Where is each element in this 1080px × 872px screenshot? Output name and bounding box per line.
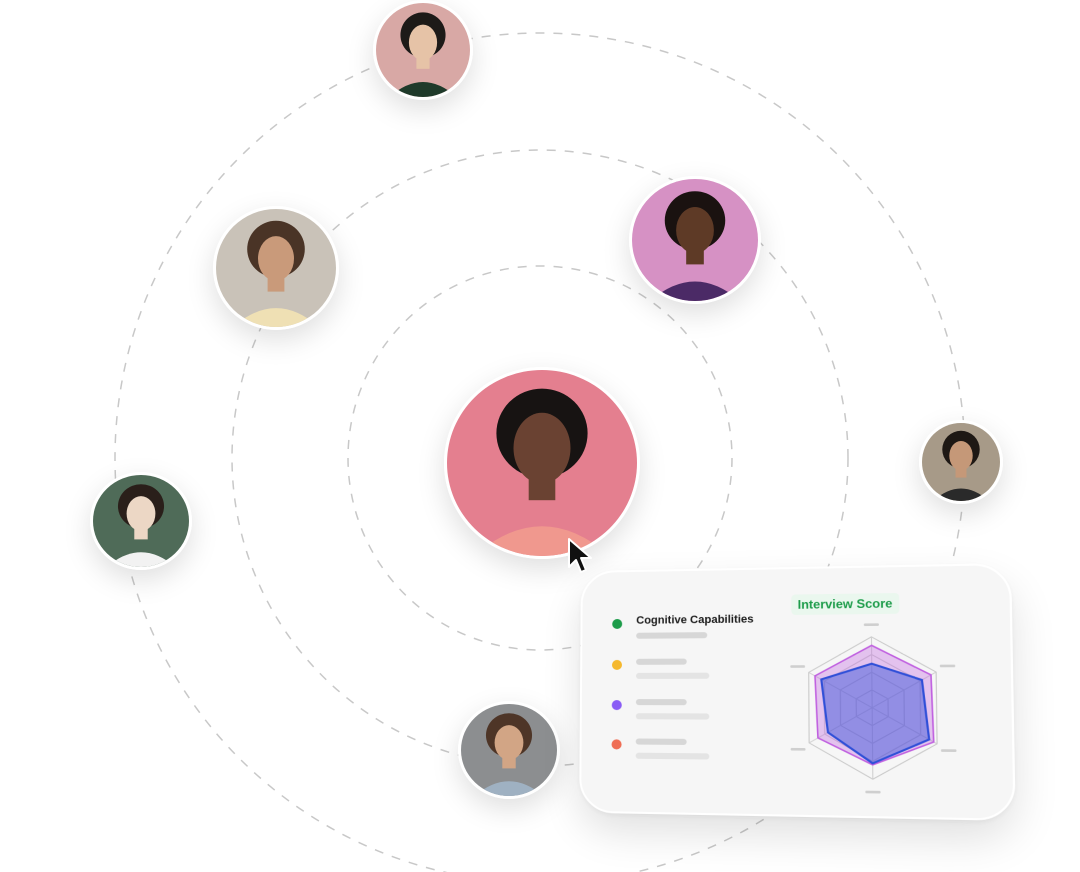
legend-dot-yellow-icon [611,659,623,670]
avatar-man-bearded [458,701,560,799]
radar-axis-label-placeholder [790,665,806,668]
legend-dot-orange-icon [611,739,622,750]
radar-axis-label-placeholder [865,790,881,794]
legend-dot-purple-icon [611,700,622,711]
mouse-cursor-icon [568,538,592,573]
radar-axis-label-placeholder [939,664,956,668]
portrait-icon [922,423,1000,501]
placeholder-bar [636,658,687,665]
placeholder-bar [635,752,710,760]
interview-score-title: Interview Score [791,592,900,615]
legend-label: Cognitive Capabilities [636,613,754,627]
placeholder-bar [635,672,710,679]
avatar-woman-afro-center [444,367,640,559]
avatar-man-purple-shirt [629,176,761,304]
radar-axis-label-placeholder [790,747,806,751]
avatar-woman-curly-hair [213,206,339,330]
portrait-icon [216,209,336,327]
portrait-icon [447,370,637,556]
radar-chart [790,623,957,794]
avatar-woman-green-backdrop [90,472,192,570]
portrait-icon [376,3,470,97]
placeholder-bar [635,713,710,720]
radar-axis-label-placeholder [940,749,957,753]
avatar-man-smiling-right [919,420,1003,504]
radar-axis-label-placeholder [863,623,879,627]
avatar-woman-green-top [373,0,473,100]
placeholder-bar [635,738,687,745]
portrait-icon [93,475,189,567]
portrait-icon [632,179,758,301]
interview-score-card: Cognitive Capabilities Interview Score [579,562,1016,821]
legend-dot-green-icon [612,618,623,629]
radar-series-2 [821,663,929,764]
portrait-icon [461,704,557,796]
placeholder-bar [635,699,687,706]
placeholder-bar [636,632,708,639]
